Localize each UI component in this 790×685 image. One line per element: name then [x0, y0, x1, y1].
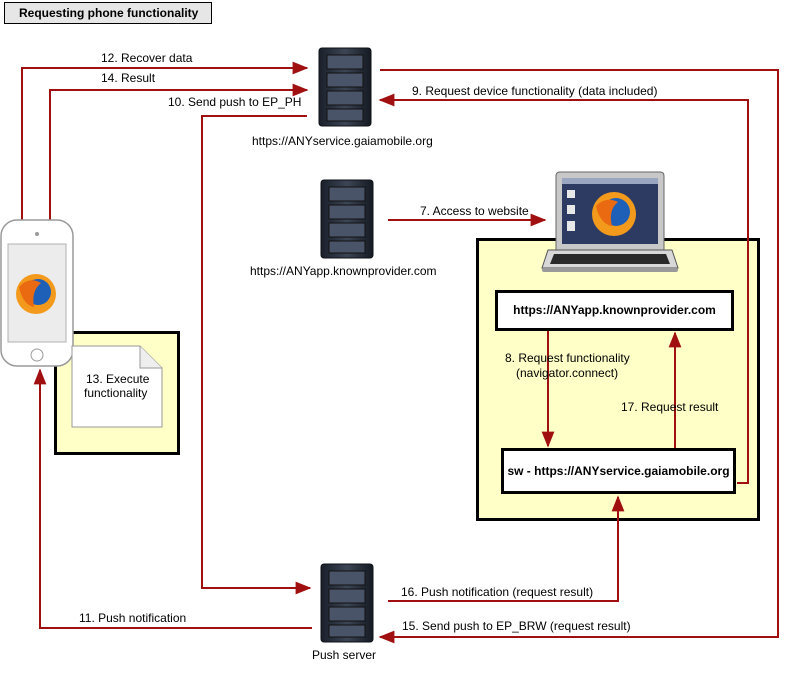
arrow-push-notification	[33, 368, 312, 629]
step-label-12: 12. Recover data	[101, 51, 193, 65]
execute-functionality-line2: functionality	[84, 386, 148, 400]
step-label-8-line1: 8. Request functionality	[505, 351, 630, 365]
arrow-group	[21, 61, 779, 644]
step-label-16: 16. Push notification (request result)	[401, 585, 594, 599]
arrow-send-push-ep-brw	[378, 69, 779, 644]
server-icon-provider	[320, 179, 374, 259]
note-icon	[71, 345, 163, 428]
step-label-14: 14. Result	[101, 71, 156, 85]
server-label-gaia: https://ANYservice.gaiamobile.org	[252, 134, 433, 148]
diagram-title: Requesting phone functionality	[4, 2, 212, 24]
step-label-11: 11. Push notification	[79, 611, 187, 625]
arrow-recover-data	[21, 61, 309, 232]
server-icon-gaia	[318, 47, 372, 127]
app-node: https://ANYapp.knownprovider.com	[495, 290, 734, 331]
laptop-icon	[541, 171, 679, 272]
service-worker-node: sw - https://ANYservice.gaiamobile.org	[501, 448, 736, 494]
arrow-push-notification-result	[388, 495, 625, 602]
server-label-push: Push server	[312, 648, 377, 662]
arrow-request-device-functionality	[378, 93, 749, 484]
server-icon-push	[320, 563, 374, 643]
phone-icon	[0, 219, 74, 367]
step-label-10: 10. Send push to EP_PH	[168, 95, 302, 109]
arrow-send-push-ep-ph	[201, 115, 312, 595]
step-label-17: 17. Request result	[621, 400, 719, 414]
step-label-8-line2: (navigator.connect)	[516, 366, 619, 380]
execute-functionality-line1: 13. Execute	[86, 372, 150, 386]
step-label-9: 9. Request device functionality (data in…	[412, 84, 658, 98]
arrow-result	[49, 83, 309, 232]
step-label-7: 7. Access to website	[420, 204, 529, 218]
step-label-15: 15. Send push to EP_BRW (request result)	[402, 619, 631, 633]
server-label-provider: https://ANYapp.knownprovider.com	[250, 264, 437, 278]
